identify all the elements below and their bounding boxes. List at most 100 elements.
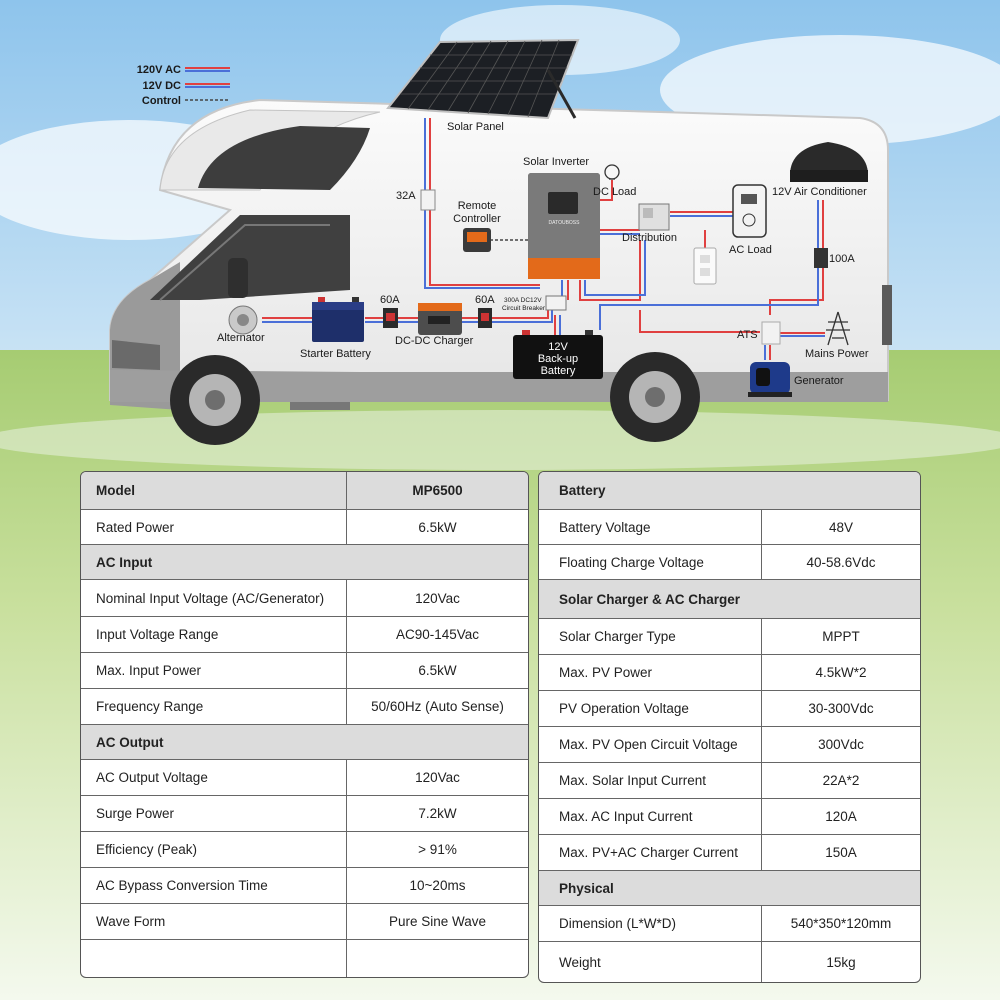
generator: Generator (748, 362, 844, 397)
remote-controller-label-2: Controller (453, 213, 501, 225)
backup-battery: 12V Back-up Battery (513, 330, 603, 379)
remote-controller: Remote Controller (453, 200, 501, 252)
mains-power-tower (826, 311, 850, 346)
table-row-empty (81, 939, 528, 977)
mains-power-label: Mains Power (805, 348, 869, 360)
row-label: Efficiency (Peak) (81, 832, 347, 867)
table-row: Max. PV Power 4.5kW*2 (539, 654, 920, 690)
row-label: Max. PV Power (539, 655, 762, 690)
ats-label: ATS (737, 329, 758, 341)
row-value: > 91% (418, 842, 457, 857)
rv-body (109, 98, 892, 445)
row-label: Solar Charger Type (539, 619, 762, 654)
circuit-breaker-300a: 300A DC12V Circuit Breaker (502, 295, 567, 312)
table-row: Max. PV+AC Charger Current 150A (539, 834, 920, 870)
fuse-60a-1: 60A (380, 294, 400, 328)
row-label: Max. Input Power (81, 653, 347, 688)
row-label: Rated Power (81, 510, 347, 544)
distribution-box: Distribution (622, 203, 677, 244)
row-value: 540*350*120mm (790, 916, 892, 931)
table-row: AC Output Voltage 120Vac (81, 759, 528, 795)
section-solar-ac-charger: Solar Charger & AC Charger (539, 579, 920, 618)
table-row: Input Voltage Range AC90-145Vac (81, 616, 528, 652)
fuse-60a-1-label: 60A (380, 294, 400, 306)
backup-battery-label-3: Battery (541, 365, 576, 377)
row-label: Battery Voltage (539, 510, 762, 544)
row-value: 7.2kW (418, 806, 457, 821)
dc-dc-charger-label: DC-DC Charger (395, 335, 474, 347)
row-label: Floating Charge Voltage (539, 545, 762, 579)
breaker-100a-label: 100A (829, 253, 855, 265)
ats: ATS (737, 321, 781, 345)
table-row: AC Bypass Conversion Time 10~20ms (81, 867, 528, 903)
legend-dc-label: 12V DC (142, 80, 181, 92)
table-row: Max. AC Input Current 120A (539, 798, 920, 834)
row-value: 150A (825, 845, 857, 860)
solar-panel: Solar Panel (386, 38, 580, 133)
row-label: Max. PV+AC Charger Current (539, 835, 762, 870)
model-value: MP6500 (412, 483, 463, 498)
backup-battery-label-2: Back-up (538, 353, 578, 365)
row-label: Dimension (L*W*D) (539, 906, 762, 941)
section-physical: Physical (539, 870, 920, 905)
dc-load-label: DC Load (593, 186, 636, 198)
legend-control-label: Control (142, 95, 181, 107)
remote-controller-label-1: Remote (458, 200, 497, 212)
distribution-label: Distribution (622, 232, 677, 244)
table-row: Nominal Input Voltage (AC/Generator) 120… (81, 579, 528, 616)
table-row: Floating Charge Voltage 40-58.6Vdc (539, 544, 920, 579)
row-value: 30-300Vdc (808, 701, 874, 716)
row-value: Pure Sine Wave (388, 914, 487, 929)
dc-dc-charger: DC-DC Charger (395, 303, 474, 347)
spec-table-right: Battery Battery Voltage 48V Floating Cha… (538, 471, 921, 983)
backup-battery-label-1: 12V (548, 341, 568, 353)
breaker-300a-label-1: 300A DC12V (504, 297, 542, 304)
table-row: PV Operation Voltage 30-300Vdc (539, 690, 920, 726)
row-value: 10~20ms (409, 878, 466, 893)
section-battery: Battery (539, 472, 920, 509)
fuse-60a-2-label: 60A (475, 294, 495, 306)
row-label: AC Bypass Conversion Time (81, 868, 347, 903)
table-row: Surge Power 7.2kW (81, 795, 528, 831)
wire-legend: 120V AC 12V DC Control (137, 64, 230, 107)
table-row: Solar Charger Type MPPT (539, 618, 920, 654)
row-label: Max. Solar Input Current (539, 763, 762, 798)
air-conditioner-label: 12V Air Conditioner (772, 186, 867, 198)
row-label: Weight (539, 942, 762, 982)
row-label: Max. AC Input Current (539, 799, 762, 834)
spec-table-left: Model MP6500 Rated Power 6.5kW AC Input … (80, 471, 529, 978)
section-ac-input: AC Input (81, 544, 528, 579)
row-value: 120A (825, 809, 857, 824)
starter-battery: Starter Battery (300, 297, 371, 360)
row-label: AC Output Voltage (81, 760, 347, 795)
row-value: 6.5kW (418, 519, 457, 535)
table-row: Wave Form Pure Sine Wave (81, 903, 528, 939)
table-header-row: Model MP6500 (81, 472, 528, 509)
section-ac-output: AC Output (81, 724, 528, 759)
solar-inverter: Solar Inverter DATOUBOSS (523, 156, 600, 279)
table-row: Frequency Range 50/60Hz (Auto Sense) (81, 688, 528, 724)
alternator-label: Alternator (217, 332, 265, 344)
row-value (347, 940, 528, 977)
table-row: Efficiency (Peak) > 91% (81, 831, 528, 867)
row-value: MPPT (822, 629, 860, 644)
row-label: Wave Form (81, 904, 347, 939)
wiring (262, 118, 825, 360)
inverter-brand-label: DATOUBOSS (549, 220, 581, 226)
breaker-100a: 100A (814, 248, 855, 268)
solar-panel-label: Solar Panel (447, 121, 504, 133)
breaker-32a-label: 32A (396, 190, 416, 202)
dc-load: DC Load (593, 164, 636, 198)
table-row: Weight 15kg (539, 941, 920, 982)
starter-battery-label: Starter Battery (300, 348, 371, 360)
table-row: Dimension (L*W*D) 540*350*120mm (539, 905, 920, 941)
fuse-60a-2: 60A (475, 294, 495, 328)
row-label: Frequency Range (81, 689, 347, 724)
table-row: Rated Power 6.5kW (81, 509, 528, 544)
row-value: 4.5kW*2 (815, 665, 867, 680)
row-value: 15kg (826, 954, 856, 970)
ac-load-label: AC Load (729, 244, 772, 256)
row-value: 6.5kW (418, 663, 457, 678)
air-conditioner: 12V Air Conditioner (772, 142, 868, 198)
model-label: Model (81, 472, 347, 509)
